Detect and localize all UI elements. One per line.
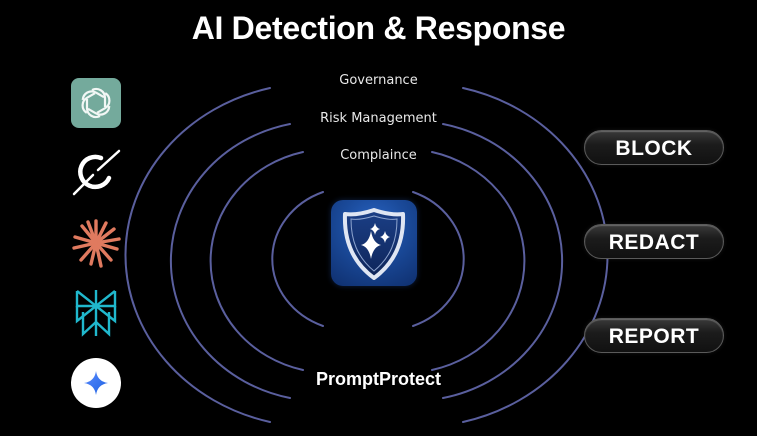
arc-3-left — [209, 151, 304, 371]
gemini-source — [71, 358, 121, 408]
block-button[interactable]: BLOCK — [584, 130, 724, 165]
perplexity-logo-icon — [75, 290, 117, 337]
grok-logo-icon — [72, 149, 121, 196]
page-title: AI Detection & Response — [191, 10, 566, 46]
grok-source — [71, 148, 121, 198]
layer-label-risk-management: Risk Management — [320, 111, 437, 126]
arc-2-left — [169, 123, 291, 399]
openai-logo-icon — [71, 78, 121, 128]
product-name: PromptProtect — [315, 369, 441, 389]
layer-label-compliance: Complaince — [340, 148, 417, 163]
shield-sparkles-icon — [342, 208, 406, 280]
arc-outer-left — [124, 87, 271, 423]
product-logo-tile — [331, 200, 417, 286]
arc-2-right — [442, 123, 564, 399]
layer-label-governance: Governance — [339, 73, 418, 88]
claude-source — [71, 218, 121, 268]
perplexity-source — [71, 288, 121, 338]
claude-starburst-icon — [72, 219, 121, 268]
arc-inner-right — [412, 191, 465, 327]
redact-button[interactable]: REDACT — [584, 224, 724, 259]
chatgpt-source — [71, 78, 121, 128]
report-button[interactable]: REPORT — [584, 318, 724, 353]
arc-3-right — [431, 151, 526, 371]
arc-inner-left — [271, 191, 324, 327]
gemini-sparkle-icon — [71, 358, 121, 408]
